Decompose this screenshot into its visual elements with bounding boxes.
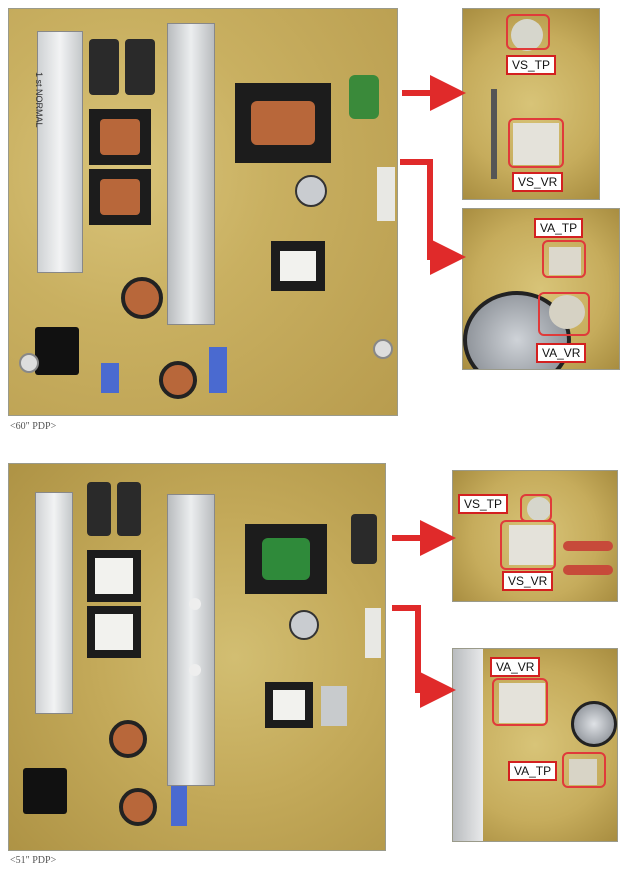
va-vr-pot [549,295,585,329]
va-tp-label: VA_TP [508,761,558,781]
left-heatsink: 1 st NORMAL [34,31,83,273]
screw-hole [189,664,201,676]
transformer-1 [87,550,141,602]
va-tp-pad [569,759,597,785]
capacitor-2 [117,482,141,536]
vs-vr-highlight [500,520,556,570]
arrow-to-va-zoom-51 [392,605,456,708]
connector [377,167,395,221]
caption-51-pdp: <51" PDP> [10,855,57,866]
toroid-1 [121,277,163,319]
toroid-2 [119,788,157,826]
zoom-va-51 [452,648,618,842]
toroid-2 [159,361,197,399]
heatsink-small [321,686,347,726]
white-transformer [265,682,313,728]
vs-tp-highlight [506,14,550,50]
va-tp-highlight [542,240,586,278]
screw-hole [373,339,393,359]
vs-vr-label: VS_VR [502,571,554,591]
center-heatsink [167,494,215,786]
capacitor-1 [87,482,111,536]
toroid-1 [109,720,147,758]
resistor-1 [563,541,613,551]
diode [491,89,497,179]
main-transformer [245,524,327,594]
resistor-2 [563,565,613,575]
vs-vr-highlight [508,118,564,168]
blue-capacitor [209,347,227,393]
zoom-vs-60 [462,8,600,200]
heatsink-edge [453,649,483,841]
screw-hole [189,598,201,610]
vs-vr-pot [513,123,559,165]
capacitor-2 [125,39,155,95]
silver-capacitor [295,175,327,207]
main-transformer [235,83,331,163]
vs-vr-label: VS_VR [512,172,564,192]
pdp-51-board-photo [8,463,386,851]
va-tp-label: VA_TP [534,218,584,238]
transformer-1 [89,109,151,165]
left-heatsink [35,492,73,714]
vs-tp-label: VS_TP [506,55,557,75]
screw-hole [19,353,39,373]
white-transformer [271,241,325,291]
va-vr-label: VA_VR [536,343,587,363]
vs-tp-label: VS_TP [458,494,509,514]
zoom-vs-51 [452,470,618,602]
capacitor-1 [89,39,119,95]
ac-socket [23,768,67,814]
caption-60-pdp: <60" PDP> [10,421,57,432]
connector [365,608,381,658]
arrow-to-va-zoom-60 [400,159,466,275]
ac-socket [35,327,79,375]
va-vr-highlight [492,678,548,726]
blue-capacitor [171,786,187,826]
transformer-2 [89,169,151,225]
va-vr-pot [499,683,545,723]
green-capacitor [349,75,379,119]
vs-vr-pot [509,525,553,565]
transformer-2 [87,606,141,658]
center-heatsink [167,23,215,325]
pdp-60-board-photo: 1 st NORMAL [8,8,398,416]
va-tp-highlight [562,752,606,788]
vs-tp-pad [511,19,543,51]
va-vr-highlight [538,292,590,336]
capacitor-3 [351,514,377,564]
va-tp-pad [549,247,581,275]
va-vr-label: VA_VR [490,657,541,677]
silver-capacitor [289,610,319,640]
blue-capacitor-2 [101,363,119,393]
big-capacitor [571,701,617,747]
